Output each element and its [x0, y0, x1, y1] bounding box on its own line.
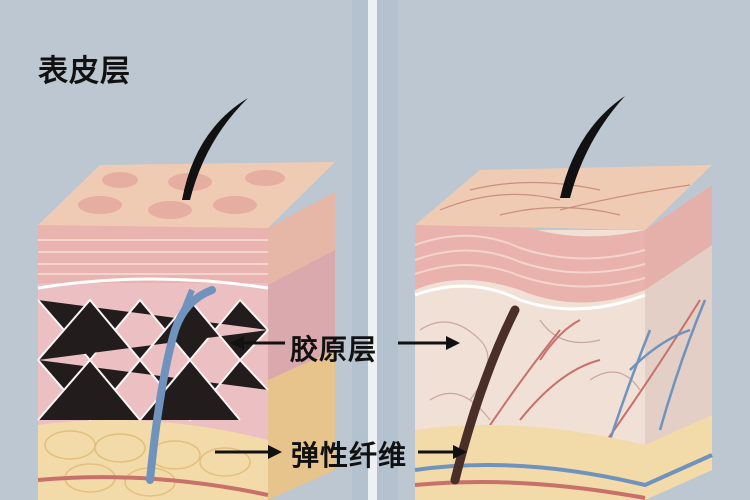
arrow-right-icon [453, 445, 467, 459]
arrow-right-icon [446, 336, 460, 350]
divider-line [368, 0, 377, 500]
annotation-arrows [215, 336, 467, 459]
elastic-fiber-label: 弹性纤维 [291, 439, 408, 472]
hair-icon [182, 98, 248, 200]
epidermis-label: 表皮层 [38, 54, 131, 89]
hair-icon [560, 96, 625, 198]
collagen-label: 胶原层 [290, 333, 378, 366]
arrow-right-icon [268, 445, 282, 459]
arrow-left-icon [230, 336, 244, 350]
aged-skin-block [414, 96, 713, 500]
healthy-skin-block [37, 98, 335, 500]
